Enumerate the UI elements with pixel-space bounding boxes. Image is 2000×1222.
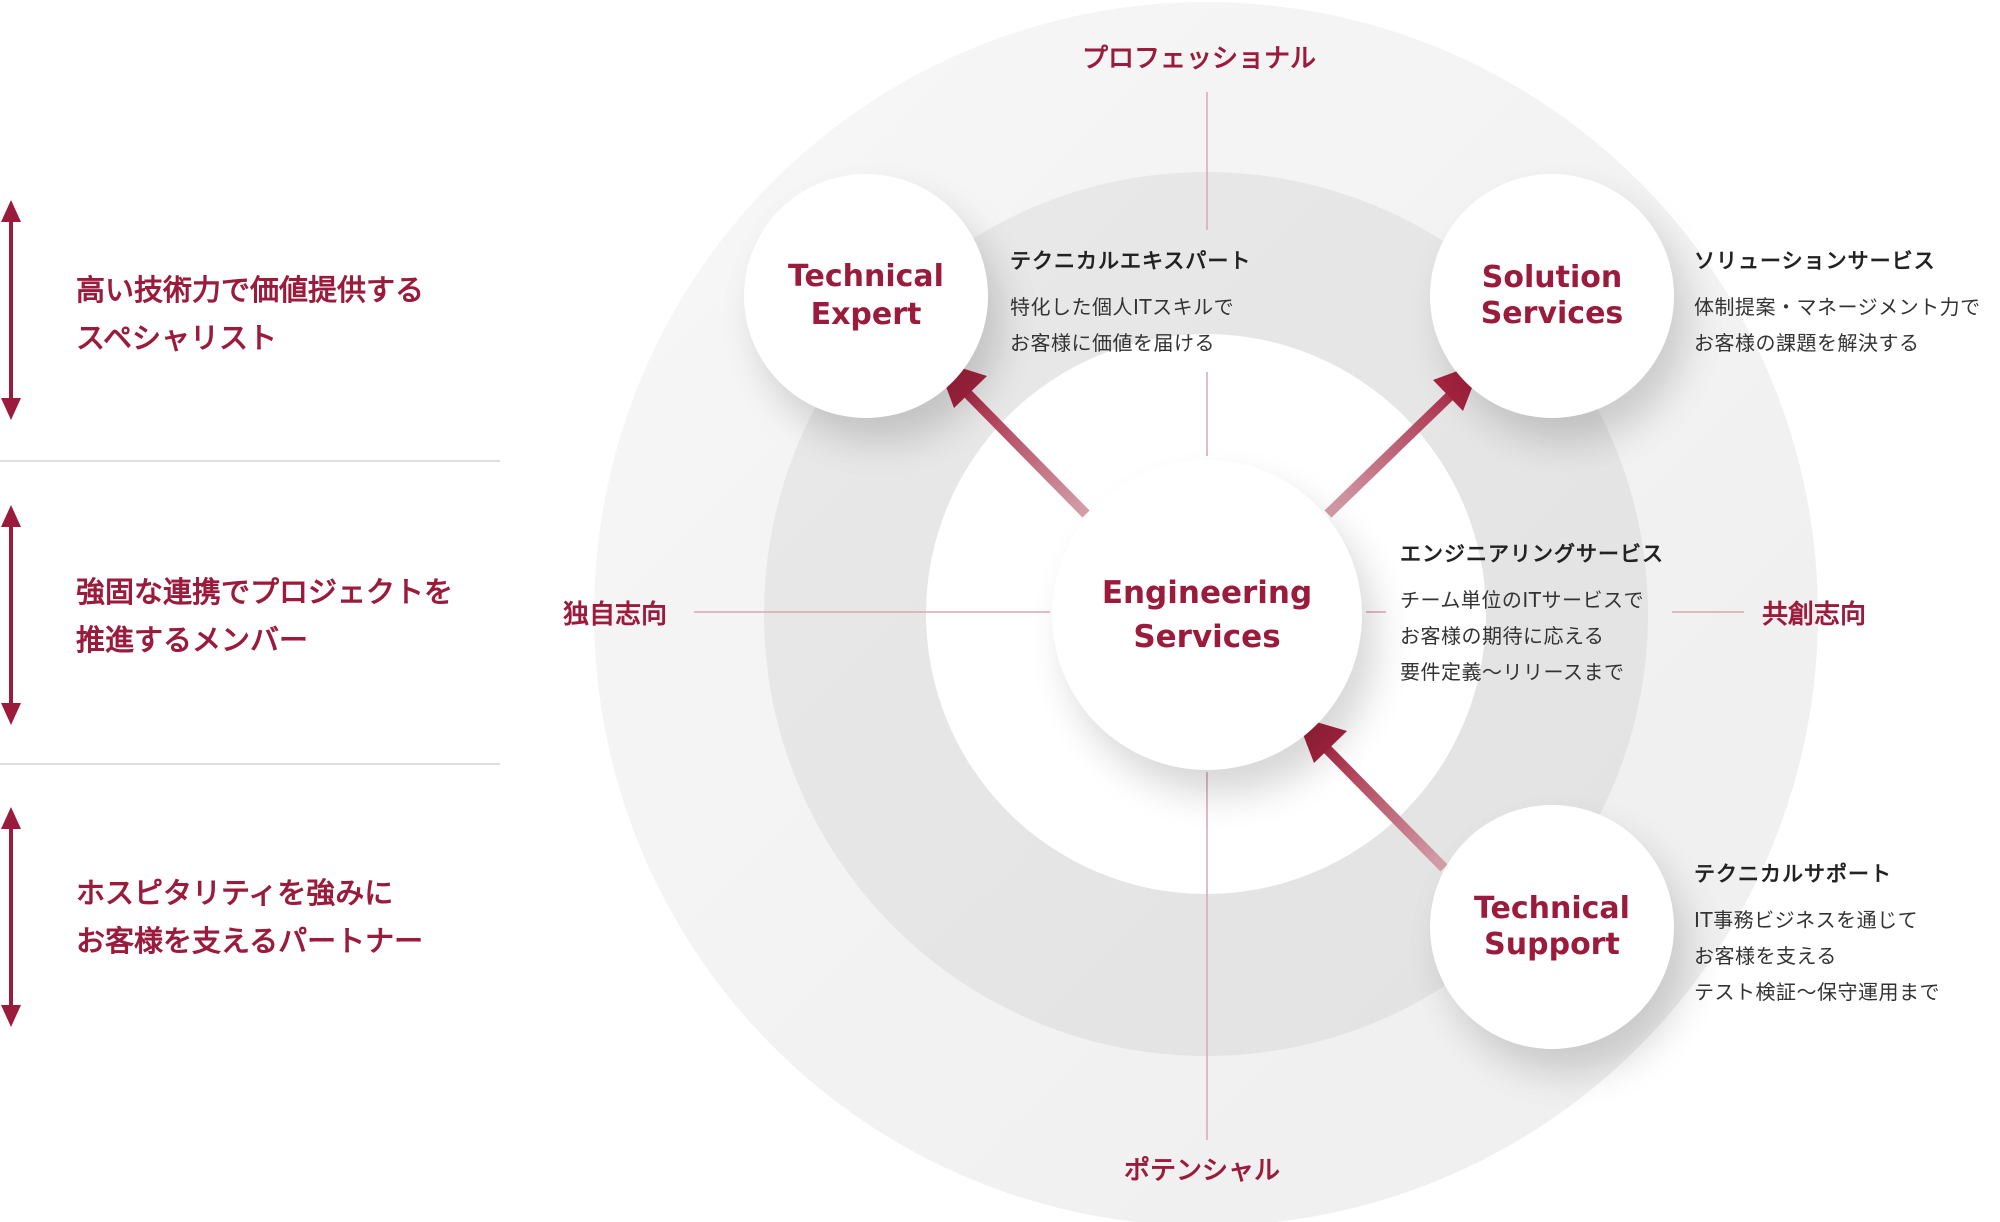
node-title: Engineering Services — [1102, 571, 1312, 659]
desc-engineering-services: エンジニアリングサービス チーム単位のITサービスで お客様の期待に応える 要件… — [1400, 538, 1664, 690]
legend-divider — [0, 460, 500, 462]
node-title: Solution Services — [1481, 260, 1624, 332]
desc-heading: ソリューションサービス — [1694, 249, 1936, 273]
legend-line: 強固な連携でプロジェクトを — [76, 575, 454, 609]
desc-heading: テクニカルエキスパート — [1010, 249, 1252, 273]
legend-row-member: 強固な連携でプロジェクトを 推進するメンバー — [0, 505, 500, 725]
axis-label-left: 独自志向 — [563, 600, 668, 630]
legend-row-specialist: 高い技術力で価値提供する スペシャリスト — [0, 200, 500, 420]
legend-line: スペシャリスト — [76, 321, 277, 355]
desc-solution-services: ソリューションサービス 体制提案・マネージメント力で お客様の課題を解決する — [1694, 245, 1981, 361]
desc-line: 体制提案・マネージメント力で — [1694, 295, 1981, 319]
legend-text-partner: ホスピタリティを強みに お客様を支えるパートナー — [76, 869, 423, 965]
desc-line: お客様の期待に応える — [1400, 624, 1605, 648]
node-title-line: Technical — [788, 259, 944, 294]
legend-row-partner: ホスピタリティを強みに お客様を支えるパートナー — [0, 807, 500, 1027]
node-title-line: Expert — [810, 297, 922, 332]
node-title-line: Solution — [1481, 260, 1623, 295]
desc-line: チーム単位のITサービスで — [1400, 588, 1645, 612]
node-solution-services: Solution Services — [1430, 174, 1674, 418]
node-technical-support: Technical Support — [1430, 805, 1674, 1049]
desc-line: 特化した個人ITスキルで — [1010, 295, 1235, 319]
desc-technical-support: テクニカルサポート IT事務ビジネスを通じて お客様を支える テスト検証〜保守運… — [1694, 858, 1940, 1010]
legend-line: 高い技術力で価値提供する — [76, 273, 425, 307]
legend-text-member: 強固な連携でプロジェクトを 推進するメンバー — [76, 568, 453, 664]
double-arrow-icon — [1, 200, 21, 420]
node-technical-expert: Technical Expert — [744, 174, 988, 418]
node-title-line: Services — [1133, 619, 1281, 655]
legend-text-specialist: 高い技術力で価値提供する スペシャリスト — [76, 266, 424, 362]
desc-line: テスト検証〜保守運用まで — [1694, 980, 1940, 1004]
node-title-line: Engineering — [1101, 575, 1313, 611]
double-arrow-icon — [1, 807, 21, 1027]
desc-line: お客様を支える — [1694, 944, 1837, 968]
node-title-line: Support — [1484, 927, 1620, 962]
desc-line: 要件定義〜リリースまで — [1400, 660, 1625, 684]
node-engineering-services: Engineering Services — [1052, 460, 1362, 770]
double-arrow-icon — [1, 505, 21, 725]
node-title: Technical Support — [1474, 891, 1630, 963]
desc-line: お客様の課題を解決する — [1694, 331, 1920, 355]
desc-technical-expert: テクニカルエキスパート 特化した個人ITスキルで お客様に価値を届ける — [1010, 245, 1251, 361]
desc-line: お客様に価値を届ける — [1010, 331, 1215, 355]
desc-heading: テクニカルサポート — [1694, 862, 1892, 886]
axis-label-bottom: ポテンシャル — [1124, 1156, 1281, 1186]
axis-label-right: 共創志向 — [1762, 600, 1867, 630]
node-title: Technical Expert — [788, 258, 944, 334]
node-title-line: Services — [1480, 296, 1624, 331]
node-title-line: Technical — [1474, 891, 1630, 926]
legend-line: 推進するメンバー — [76, 623, 309, 657]
legend-divider — [0, 763, 500, 765]
desc-heading: エンジニアリングサービス — [1400, 542, 1664, 566]
axis-label-top: プロフェッショナル — [1082, 44, 1317, 74]
legend-line: お客様を支えるパートナー — [76, 924, 424, 958]
legend-line: ホスピタリティを強みに — [76, 876, 394, 910]
desc-line: IT事務ビジネスを通じて — [1694, 908, 1919, 932]
